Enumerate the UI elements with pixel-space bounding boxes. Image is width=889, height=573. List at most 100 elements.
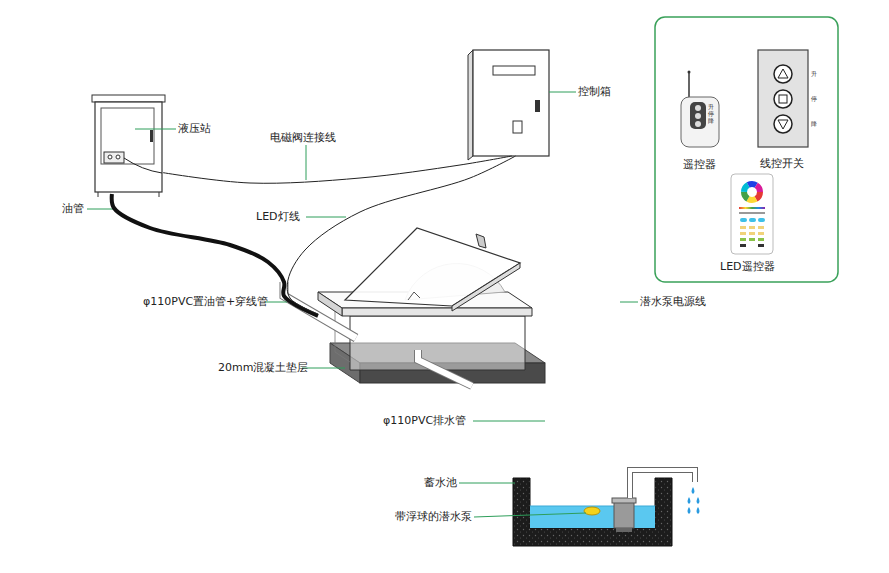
hatch-lid xyxy=(345,228,520,306)
button-label: 停 xyxy=(708,110,714,118)
submersible-pump: 带浮球的潜水泵 xyxy=(612,497,636,530)
outlet-pipe-bore xyxy=(630,470,695,498)
wheel-center xyxy=(748,188,756,196)
leader-line xyxy=(302,368,345,369)
led-key xyxy=(758,226,764,229)
valve-block xyxy=(104,152,124,163)
up-symbol xyxy=(778,69,788,78)
hydraulic-station: 液压站 xyxy=(93,97,163,194)
drain-pipe-bore xyxy=(418,350,472,386)
line-label: 潜水泵电源线 xyxy=(640,295,706,308)
cable xyxy=(163,156,512,183)
remote-body xyxy=(681,97,719,147)
led-key-grid xyxy=(740,226,764,247)
pump-body xyxy=(614,502,634,528)
part-label: LED遥控器 xyxy=(720,260,775,273)
flange-front xyxy=(342,308,532,316)
button-label: 升 xyxy=(811,70,817,78)
valve-fitting xyxy=(116,155,120,159)
remote-control: 升停降遥控器 xyxy=(678,70,724,178)
part-label: φ110PVC置油管+穿线管 xyxy=(143,295,268,308)
flange-side xyxy=(318,292,342,316)
led-key xyxy=(749,218,756,222)
led-key xyxy=(740,238,746,241)
remote-antenna-tip xyxy=(688,71,691,74)
leader-line xyxy=(135,129,176,130)
part-label: 遥控器 xyxy=(683,158,716,171)
outlet-pipe xyxy=(630,470,695,498)
remote-button xyxy=(695,105,701,111)
down-symbol xyxy=(778,120,788,129)
control-box-lock xyxy=(535,100,540,112)
control-box-display xyxy=(493,66,535,75)
button-label: 降 xyxy=(811,120,817,128)
led-key xyxy=(749,238,755,241)
switch-button xyxy=(774,115,792,133)
valve-wire xyxy=(124,158,162,173)
wired-switch: 升停降线控开关 xyxy=(756,48,826,178)
led-remote: LED遥控器 xyxy=(716,172,790,276)
line-label: LED灯线 xyxy=(256,210,300,223)
line-label: 油管 xyxy=(62,202,84,215)
box-front xyxy=(350,316,525,370)
control-box-socket xyxy=(513,121,522,133)
control-box: 控制箱 xyxy=(473,50,549,156)
wheel-segment xyxy=(744,184,760,200)
pool-wall xyxy=(513,478,672,546)
leader-line xyxy=(473,421,545,422)
button-label: 降 xyxy=(708,117,714,125)
part-label: 控制箱 xyxy=(578,85,611,98)
part-label: 液压站 xyxy=(178,122,211,135)
pool-water xyxy=(530,506,655,528)
led-key xyxy=(758,244,764,247)
control-box-body xyxy=(473,50,549,156)
storage-pool: 蓄水池带浮球的潜水泵 xyxy=(513,478,672,546)
led-bar xyxy=(739,212,765,214)
lid-edge xyxy=(452,263,520,311)
led-key xyxy=(740,218,747,222)
stop-symbol xyxy=(779,95,787,103)
led-key xyxy=(758,232,764,235)
leader-line xyxy=(87,209,117,210)
cabinet-door xyxy=(101,108,154,164)
water-drops xyxy=(688,487,700,514)
led-key xyxy=(740,226,746,229)
wheel-segment xyxy=(744,184,760,200)
control-box-side xyxy=(468,50,473,160)
led-key xyxy=(740,244,746,247)
cable xyxy=(287,156,515,314)
remote-button xyxy=(695,113,701,119)
led-key xyxy=(749,232,755,235)
led-key xyxy=(758,218,765,222)
cabinet-legs xyxy=(98,192,159,197)
led-bar xyxy=(739,207,765,209)
float-ball xyxy=(584,507,600,515)
cabinet-cap xyxy=(92,95,165,102)
part-label: 蓄水池 xyxy=(424,476,457,489)
wheel-segment xyxy=(744,184,760,200)
line-label: φ110PVC排水管 xyxy=(383,414,466,427)
remote-panel xyxy=(655,17,838,282)
remote-antenna xyxy=(688,72,690,98)
part-label: 带浮球的潜水泵 xyxy=(395,510,472,523)
part-label: 20mm混凝土垫层 xyxy=(218,361,308,374)
led-key xyxy=(740,232,746,235)
valve-fitting xyxy=(108,155,112,159)
remote-keypad xyxy=(690,102,706,129)
switch-plate xyxy=(758,50,808,147)
remote-button xyxy=(695,121,701,127)
button-label: 升 xyxy=(708,103,714,111)
led-key xyxy=(758,238,764,241)
lid-hinge xyxy=(476,234,486,248)
wheel-segment xyxy=(744,184,760,200)
cabinet-body xyxy=(95,102,162,192)
cabinet-handle xyxy=(150,130,153,142)
leader-line xyxy=(306,145,307,180)
pump-base xyxy=(616,528,632,532)
switch-button xyxy=(774,90,792,108)
leader-line xyxy=(620,302,638,303)
leader-line xyxy=(474,513,586,517)
water-surface xyxy=(530,506,655,507)
color-wheel xyxy=(744,184,760,200)
drain-pipe-inner xyxy=(418,350,472,386)
